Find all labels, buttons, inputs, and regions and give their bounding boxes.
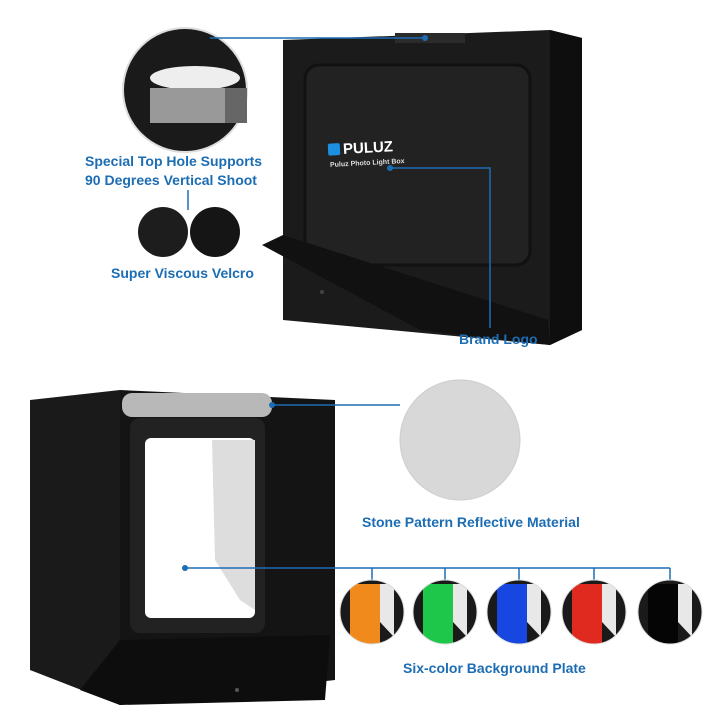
light-box-closed bbox=[262, 30, 582, 345]
logo-mark-icon bbox=[327, 143, 341, 156]
background-color-swatch bbox=[412, 579, 478, 645]
top-hole-label-line1: Special Top Hole Supports bbox=[85, 153, 263, 169]
top-hole-detail bbox=[122, 27, 248, 153]
callout-lines-top bbox=[187, 37, 491, 328]
velcro-dot-2 bbox=[190, 207, 240, 257]
light-box-open bbox=[30, 390, 335, 705]
background-color-swatch bbox=[339, 579, 405, 645]
top-hole-label-line2: 90 Degrees Vertical Shoot bbox=[85, 172, 257, 188]
brand-logo: PULUZ bbox=[327, 138, 394, 158]
brand-logo-label: Brand Logo bbox=[459, 331, 538, 347]
background-color-swatch bbox=[637, 579, 703, 645]
velcro-dot-1 bbox=[138, 207, 188, 257]
reflective-material-detail bbox=[399, 379, 521, 501]
logo-text: PULUZ bbox=[342, 138, 394, 158]
background-plate-label: Six-color Background Plate bbox=[403, 660, 586, 676]
background-color-swatch bbox=[486, 579, 552, 645]
reflective-label: Stone Pattern Reflective Material bbox=[362, 514, 580, 530]
background-color-swatch bbox=[561, 579, 627, 645]
callout-lines-bottom bbox=[185, 404, 671, 580]
velcro-label: Super Viscous Velcro bbox=[111, 265, 254, 281]
